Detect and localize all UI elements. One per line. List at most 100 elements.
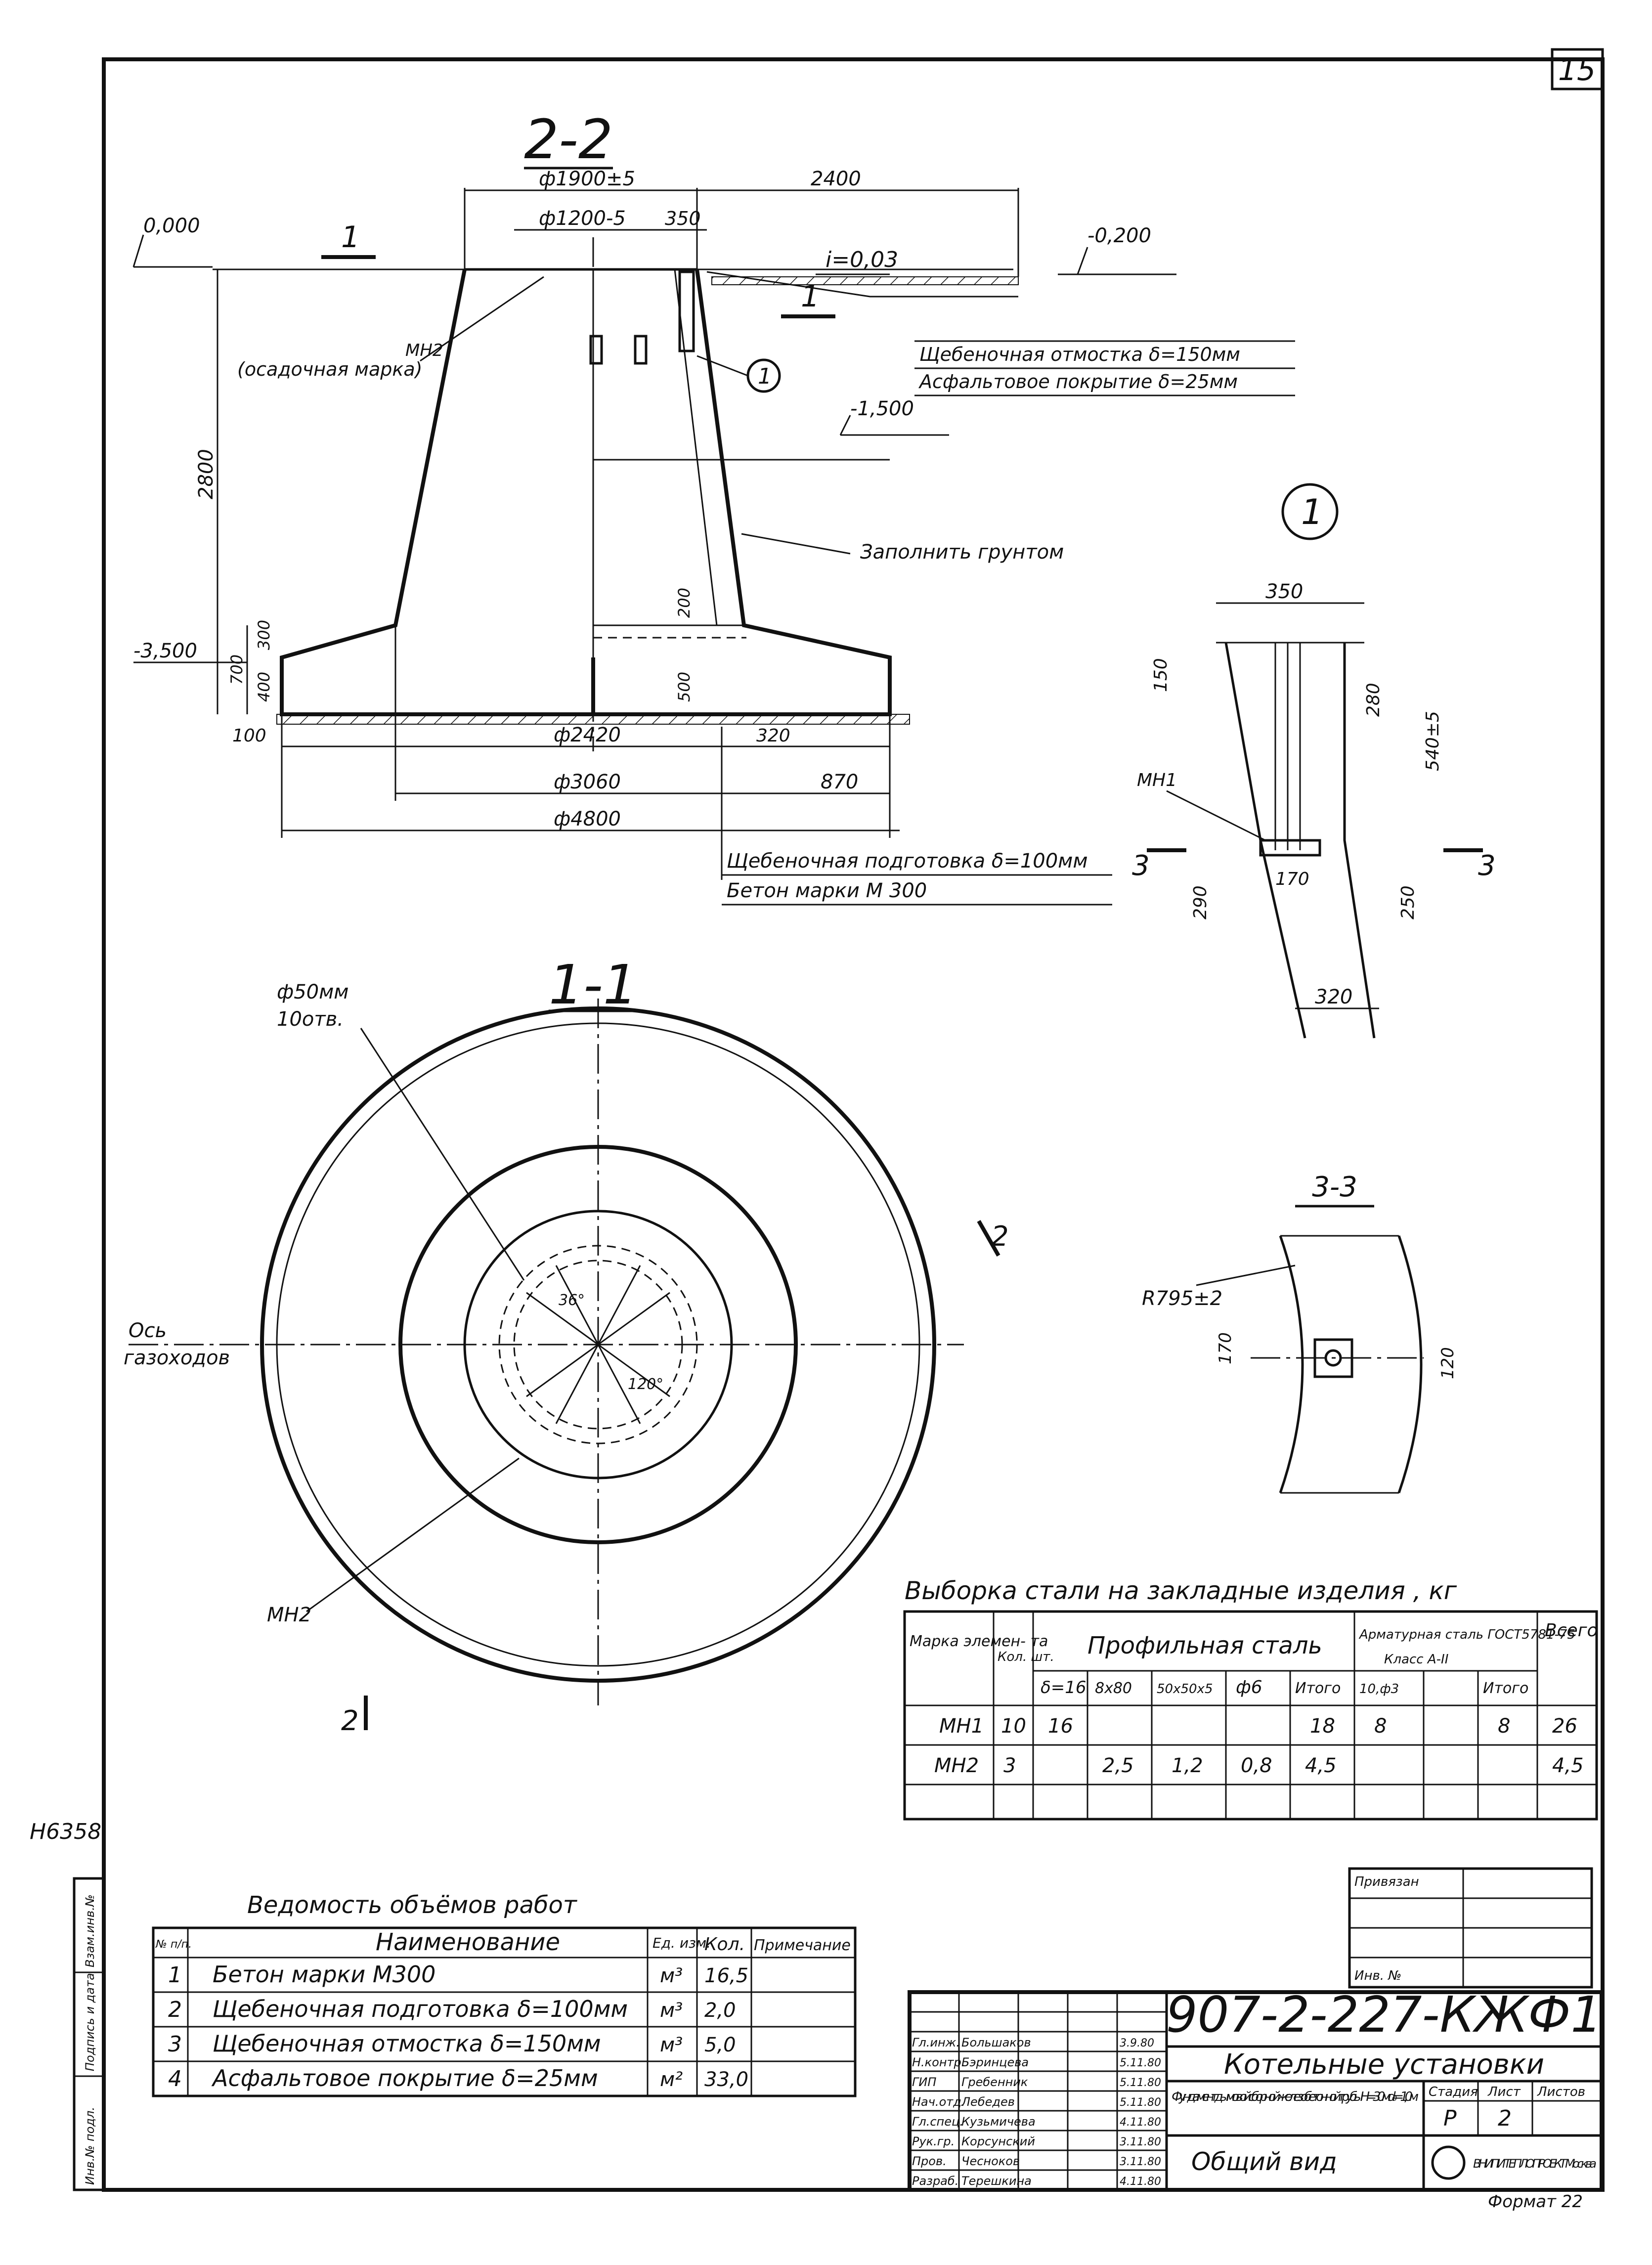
name: Бэринцева xyxy=(961,2055,1029,2069)
date: 3.9.80 xyxy=(1120,2037,1154,2049)
steel-row-mn1: МН1 10 16 18 8 8 26 xyxy=(939,1715,1577,1738)
tb-sheets-label: Листов xyxy=(1537,2085,1585,2099)
dim-700: 700 xyxy=(227,654,246,685)
elev-base: -3,500 xyxy=(133,640,197,662)
cut-mark-top: 2 xyxy=(991,1220,1009,1253)
section-2-2: 2-2 1 1 0,000 i=0,03 xyxy=(132,108,1295,906)
dim-d4800: ф4800 xyxy=(554,808,621,830)
name: Лебедев xyxy=(961,2095,1015,2109)
cell: 10 xyxy=(1001,1715,1026,1738)
slope-label: i=0,03 xyxy=(826,247,898,272)
angle-36: 36° xyxy=(559,1292,585,1309)
dim-d-top: ф1900±5 xyxy=(539,168,635,190)
name: Чесноков xyxy=(961,2154,1020,2168)
wr-4-qty: 33,0 xyxy=(704,2068,748,2091)
holes-note-2: 10отв. xyxy=(277,1008,344,1031)
steel-table: Выборка стали на закладные изделия , кг … xyxy=(903,1576,1598,1821)
label-settling-mark: (осадочная марка) xyxy=(237,358,422,380)
sub-h-5: Итого xyxy=(1295,1680,1341,1697)
date: 5.11.80 xyxy=(1120,2077,1161,2089)
sheet-frame xyxy=(102,57,1605,2192)
note-concrete: Бетон марки М 300 xyxy=(727,879,927,902)
tb-sheet: 2 xyxy=(1498,2106,1512,2131)
d1-dim-170: 170 xyxy=(1275,869,1309,889)
role: Гл.спец. xyxy=(912,2115,963,2129)
s33-dim-170: 170 xyxy=(1216,1332,1235,1364)
plan-label-mn2: МН2 xyxy=(267,1604,311,1626)
holes-note-1: ф50мм xyxy=(277,981,348,1003)
tb-sheet-label: Лист xyxy=(1487,2085,1521,2099)
tb-person-row: Гл.инж. Большаков 3.9.80 xyxy=(912,2036,1154,2049)
elev-zero: 0,000 xyxy=(143,215,200,237)
wh-name: Наименование xyxy=(376,1928,560,1956)
works-table: Ведомость объёмов работ № п/п. Наименова… xyxy=(152,1891,857,2097)
section-3-3: 3-3 R795±2 170 120 xyxy=(1142,1171,1458,1494)
wh-num: № п/п. xyxy=(155,1938,192,1951)
dim-200: 200 xyxy=(675,588,694,618)
wr-3-name: Щебеночная отмостка δ=150мм xyxy=(213,2030,601,2057)
s33-dim-120: 120 xyxy=(1438,1347,1458,1379)
sub-h-6: 10,ф3 xyxy=(1359,1682,1399,1697)
radius-label: R795±2 xyxy=(1142,1287,1222,1310)
d1-cut-left: 3 xyxy=(1132,850,1150,882)
org-logo xyxy=(1431,2145,1466,2180)
wr-1-num: 1 xyxy=(168,1962,182,1988)
tb-description: Фундамент дымовой сборной железобетонной… xyxy=(1172,2090,1419,2104)
tb-person-row: Гл.спец. Кузьмичева 4.11.80 xyxy=(912,2115,1161,2129)
wr-1-qty: 16,5 xyxy=(704,1964,748,1987)
dim-d3060: ф3060 xyxy=(554,771,621,793)
section-2-2-title: 2-2 xyxy=(524,108,613,171)
d1-dim-350: 350 xyxy=(1265,580,1303,603)
axis-label-2: газоходов xyxy=(124,1347,230,1369)
dim-320: 320 xyxy=(756,726,790,746)
cell: 4,5 xyxy=(1305,1754,1337,1777)
detail-1: 1 350 150 280 540±5 МН1 170 290 250 320 … xyxy=(1132,483,1496,1039)
axis-label-1: Ось xyxy=(129,1319,167,1342)
role: Нач.отд. xyxy=(912,2095,965,2109)
cell: 18 xyxy=(1310,1715,1335,1738)
tb-stage-label: Стадия xyxy=(1429,2085,1478,2099)
date: 5.11.80 xyxy=(1120,2096,1161,2109)
tb-org: ВНИПИ ТЕПЛОПРОЕКТ Москва xyxy=(1473,2157,1597,2171)
h-rebar-class: Класс А-II xyxy=(1384,1652,1448,1667)
tb-person-row: Разраб. Терешкина 4.11.80 xyxy=(912,2174,1161,2188)
wr-3-qty: 5,0 xyxy=(704,2034,736,2056)
wh-unit: Ед. изм. xyxy=(652,1935,711,1951)
cut-1-left: 1 xyxy=(341,220,360,255)
detail-1-title: 1 xyxy=(1301,492,1323,532)
role: Н.контр. xyxy=(912,2055,965,2069)
dim-100: 100 xyxy=(232,726,266,746)
plan-1-1: 1-1 ф50мм 10отв. 36° 120° Ось газоходов … xyxy=(124,953,1009,1737)
wr-4-name: Асфальтовое покрытие δ=25мм xyxy=(211,2065,598,2091)
angle-120: 120° xyxy=(628,1376,663,1393)
dim-500: 500 xyxy=(675,672,694,702)
dim-870: 870 xyxy=(821,771,858,793)
note-backfill: Заполнить грунтом xyxy=(860,541,1064,564)
works-table-caption: Ведомость объёмов работ xyxy=(247,1891,578,1919)
wh-qty: Кол. xyxy=(704,1934,745,1955)
strip-label-3: Взам.инв.№ xyxy=(83,1894,97,1967)
d1-dim-290: 290 xyxy=(1190,885,1211,919)
strip-label-2: Подпись и дата xyxy=(83,1973,97,2071)
name: Большаков xyxy=(961,2036,1031,2049)
cell: 8 xyxy=(1374,1715,1387,1738)
h-total: Всего xyxy=(1545,1620,1598,1641)
ref-label-top: Привязан xyxy=(1354,1874,1419,1889)
h-mark: Марка элемен- та xyxy=(910,1633,1048,1650)
h-profile: Профильная сталь xyxy=(1087,1632,1322,1659)
plan-1-1-title: 1-1 xyxy=(549,953,638,1016)
tb-person-row: Рук.гр. Корсунский 3.11.80 xyxy=(912,2134,1161,2148)
name: Терешкина xyxy=(961,2174,1032,2188)
wr-2-qty: 2,0 xyxy=(704,1999,736,2022)
wr-2-name: Щебеночная подготовка δ=100мм xyxy=(213,1996,628,2022)
date: 3.11.80 xyxy=(1120,2136,1161,2148)
dim-2800: 2800 xyxy=(195,449,217,499)
tb-person-row: Пров. Чесноков 3.11.80 xyxy=(912,2154,1161,2168)
d1-dim-280: 280 xyxy=(1363,683,1384,717)
note-asphalt: Асфальтовое покрытие δ=25мм xyxy=(918,371,1238,392)
d1-dim-250: 250 xyxy=(1398,885,1418,919)
wr-4-num: 4 xyxy=(168,2066,182,2091)
dim-300: 300 xyxy=(255,620,273,650)
sheet-number-box xyxy=(1551,48,1604,90)
